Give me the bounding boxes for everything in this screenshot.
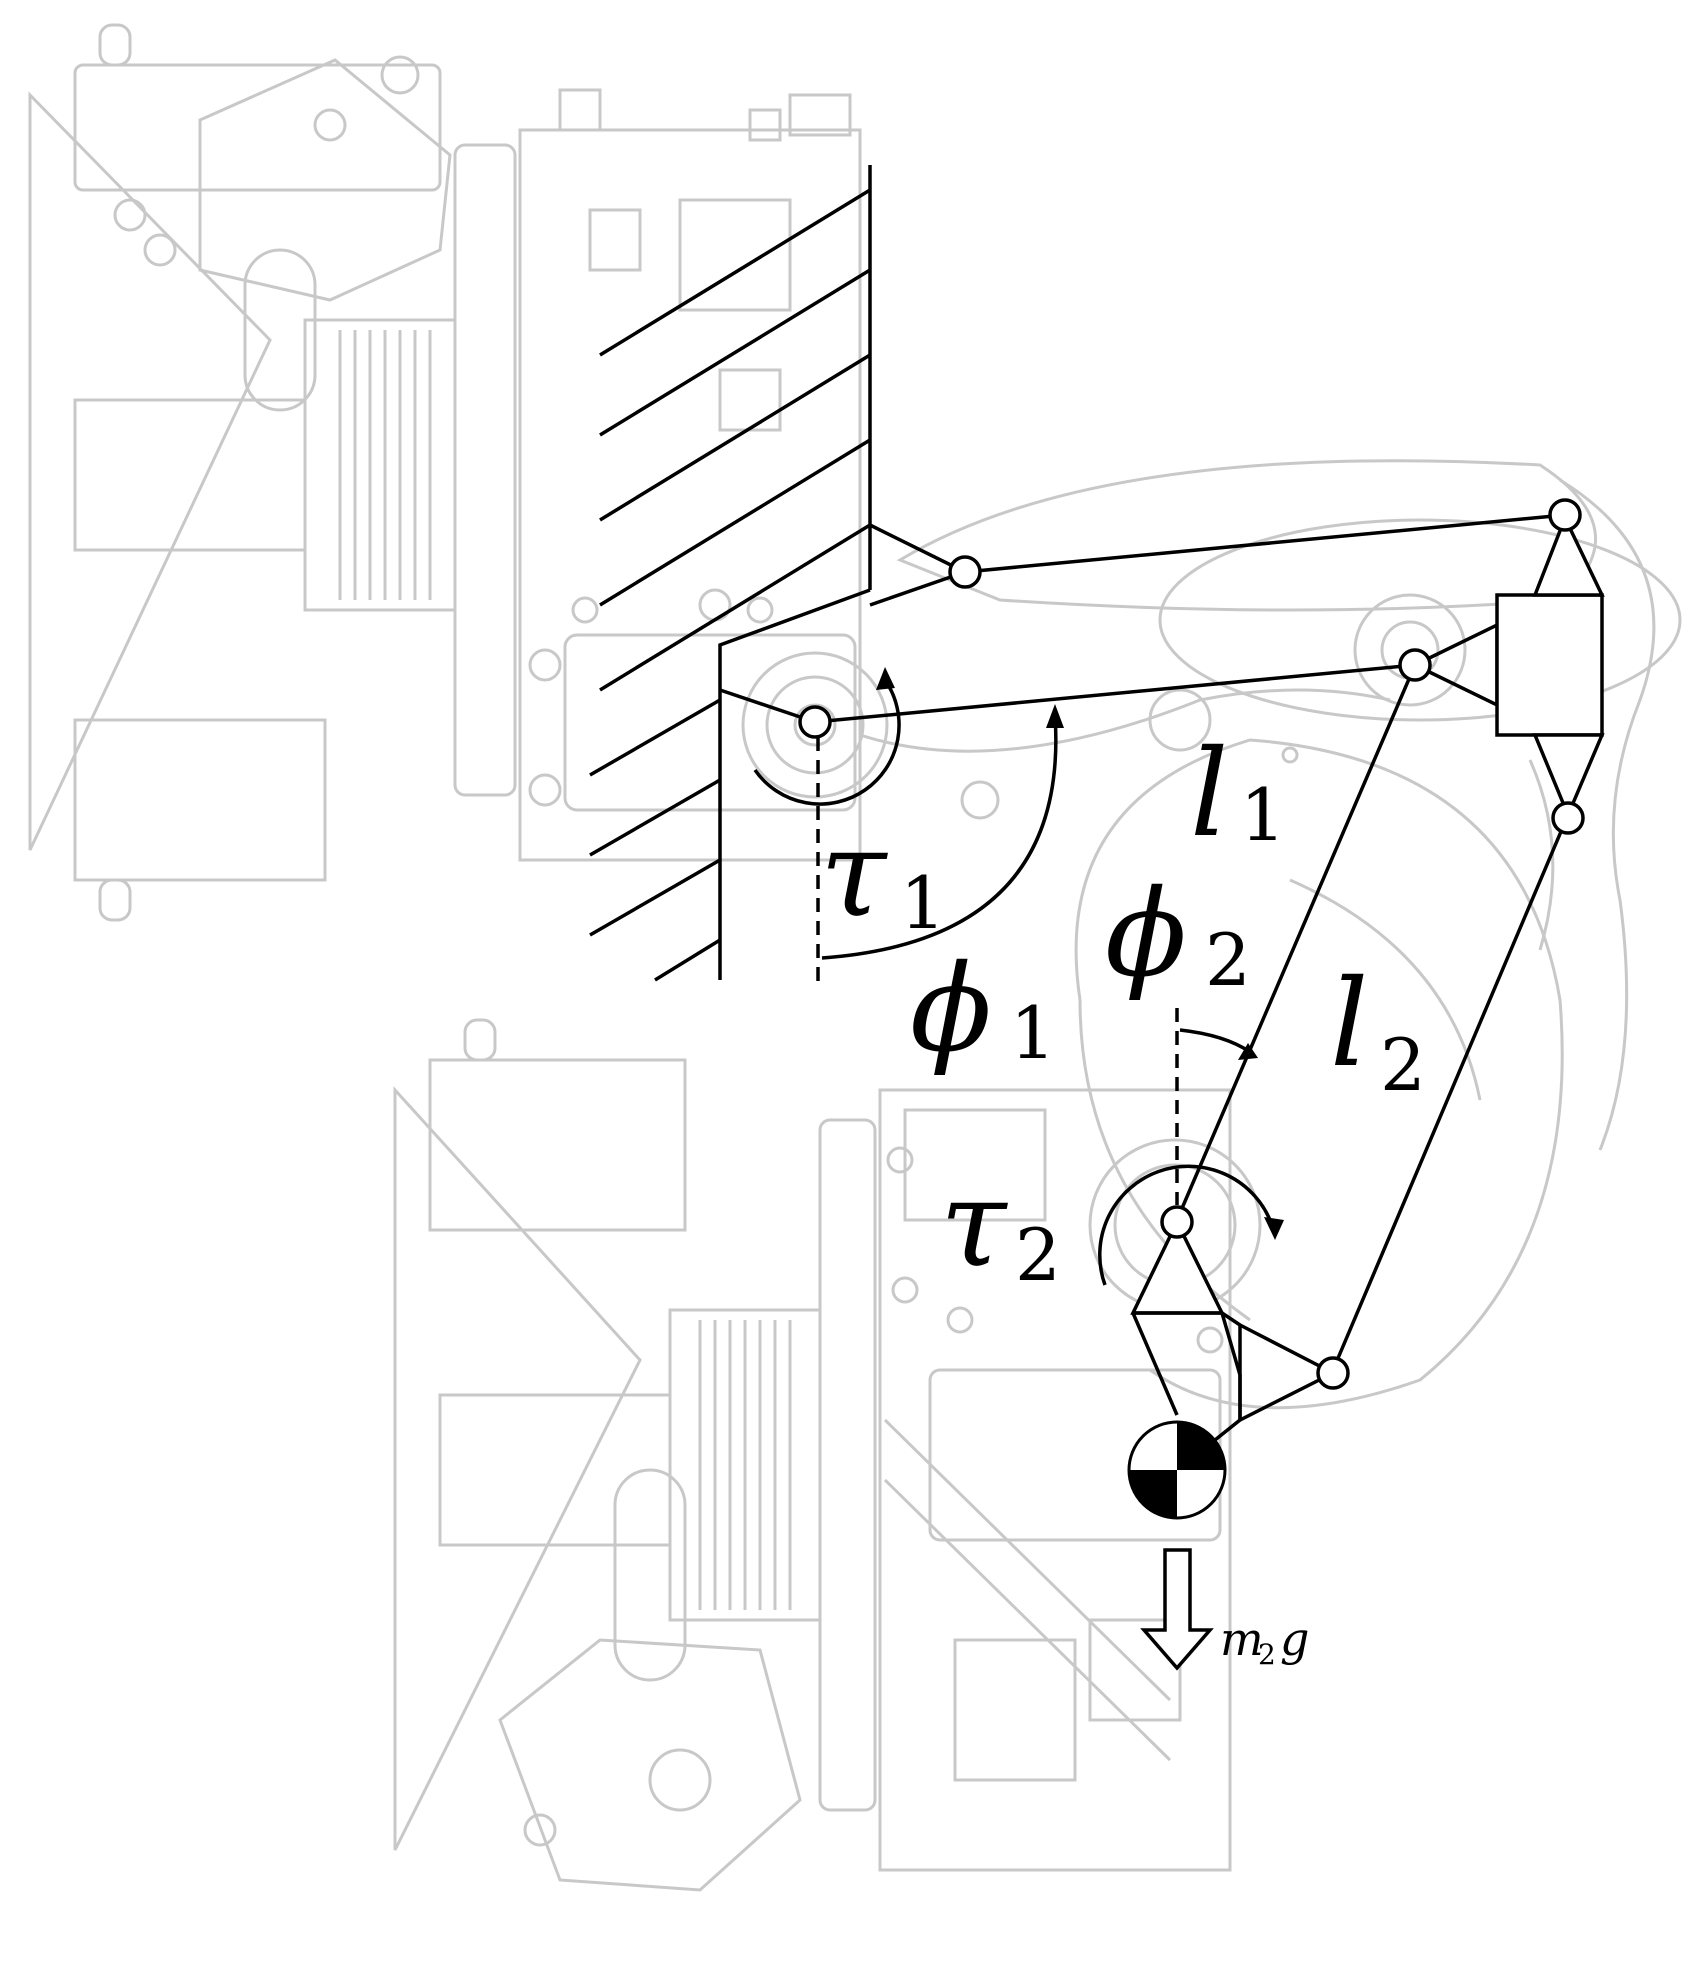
phi2-subscript: 2 <box>1205 918 1251 1002</box>
phi1-subscript: 1 <box>1010 991 1056 1075</box>
lower-right-joint <box>1551 801 1585 835</box>
force-mass-subscript: 2 <box>1258 1638 1276 1671</box>
force-gravity-symbol: g <box>1280 1612 1309 1666</box>
label-phi1: ϕ 1 <box>910 940 1056 1079</box>
label-l2: l 2 <box>1330 955 1426 1107</box>
linkage <box>719 513 1605 1442</box>
knee-joint <box>1160 1205 1194 1239</box>
force-mass-symbol: m <box>1220 1612 1264 1666</box>
phi1-symbol: ϕ <box>910 940 992 1079</box>
label-l1: l 1 <box>1190 725 1286 864</box>
background-lower-mechanism <box>393 1018 1262 1892</box>
rear-joint <box>1316 1356 1350 1390</box>
torque-arc-tau1 <box>753 667 901 806</box>
label-force: m 2 g <box>1220 1612 1309 1671</box>
background-upper-mechanism <box>28 23 1299 922</box>
label-tau1: τ 1 <box>820 805 946 945</box>
label-tau2: τ 2 <box>940 1155 1061 1297</box>
label-phi2: ϕ 2 <box>1105 865 1251 1004</box>
l2-symbol: l <box>1330 955 1368 1094</box>
phi2-symbol: ϕ <box>1105 865 1187 1004</box>
center-of-mass-icon <box>1127 1420 1227 1520</box>
elbow-joint <box>1398 648 1432 682</box>
upper-pivot-joint <box>948 555 982 589</box>
joints <box>798 498 1585 1390</box>
down-arrow-icon <box>1140 1548 1214 1671</box>
tau1-symbol: τ <box>820 805 888 944</box>
background-link-outline <box>859 459 1682 1410</box>
top-right-joint <box>1548 498 1582 532</box>
l1-subscript: 1 <box>1240 773 1286 857</box>
tau1-subscript: 1 <box>900 861 946 945</box>
tau2-subscript: 2 <box>1015 1213 1061 1297</box>
torque-arc-tau2 <box>1098 1164 1284 1286</box>
angle-arc-phi1 <box>821 704 1064 960</box>
reference-lines <box>816 737 1179 1205</box>
l2-subscript: 2 <box>1380 1023 1426 1107</box>
tau2-symbol: τ <box>940 1155 1008 1294</box>
l1-symbol: l <box>1190 725 1228 864</box>
base-joint <box>798 705 832 739</box>
ground-hatch <box>589 165 872 982</box>
angle-arc-phi2 <box>1179 1028 1258 1060</box>
